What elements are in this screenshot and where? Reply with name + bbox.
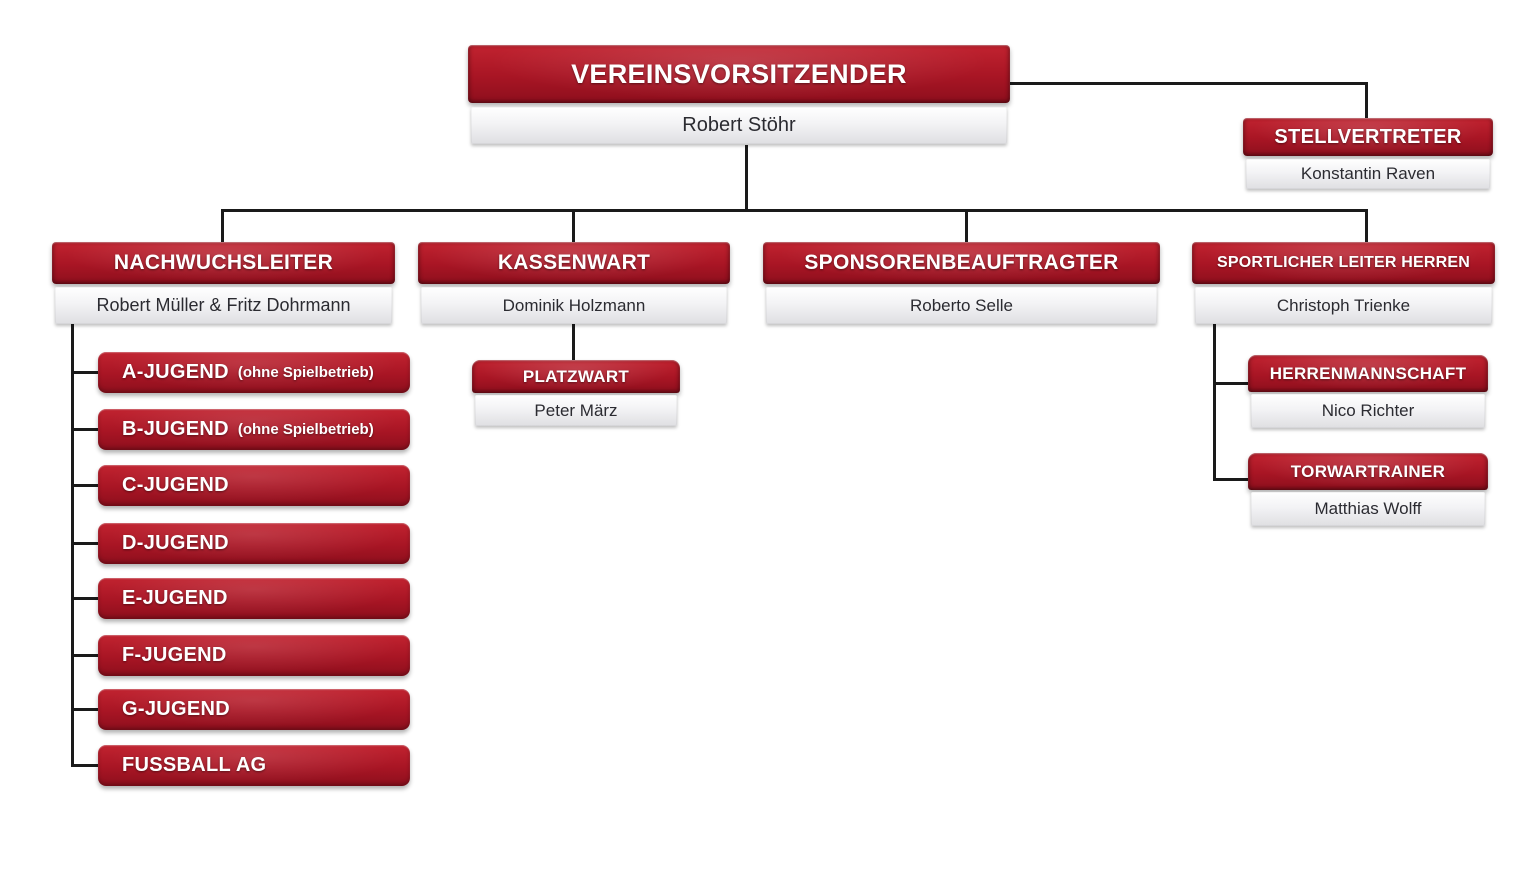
node-title-bar: TORWARTRAINER: [1248, 453, 1488, 490]
connector-stub-torwartrainer: [1213, 478, 1248, 481]
org-node-platzwart: PLATZWART Peter März: [472, 360, 680, 426]
connector-stub-b-jugend: [71, 428, 99, 431]
node-title: NACHWUCHSLEITER: [113, 251, 334, 274]
node-title-bar: NACHWUCHSLEITER: [52, 242, 395, 284]
node-title: FUSSBALL AG: [122, 754, 267, 776]
node-title-bar: STELLVERTRETER: [1243, 118, 1493, 156]
node-title: KASSENWART: [497, 251, 651, 274]
org-node-e-jugend: E-JUGEND: [98, 578, 410, 619]
node-title: F-JUGEND: [122, 644, 227, 666]
connector-row2-bus: [221, 209, 1368, 212]
connector-stub-f-jugend: [71, 654, 99, 657]
connector-stub-d-jugend: [71, 542, 99, 545]
connector-drop-sponsorenbeauftragter: [965, 209, 968, 243]
org-node-c-jugend: C-JUGEND: [98, 465, 410, 506]
node-title: B-JUGEND: [122, 418, 229, 440]
connector-root-drop: [745, 145, 748, 212]
node-title: TORWARTRAINER: [1290, 461, 1446, 481]
org-node-fussball-ag: FUSSBALL AG: [98, 745, 410, 786]
org-node-g-jugend: G-JUGEND: [98, 689, 410, 730]
connector-stub-c-jugend: [71, 484, 99, 487]
node-title-bar: PLATZWART: [472, 360, 680, 393]
connector-stub-fussball-ag: [71, 764, 99, 767]
node-title: A-JUGEND: [122, 361, 229, 383]
org-node-f-jugend: F-JUGEND: [98, 635, 410, 676]
node-person: Nico Richter: [1251, 394, 1485, 428]
connector-drop-nachwuchsleiter: [221, 209, 224, 243]
org-node-a-jugend: A-JUGEND (ohne Spielbetrieb): [98, 352, 410, 393]
node-title: PLATZWART: [522, 366, 630, 386]
node-person: Roberto Selle: [766, 287, 1157, 324]
node-title-bar: HERRENMANNSCHAFT: [1248, 355, 1488, 392]
node-title-suffix: (ohne Spielbetrieb): [237, 364, 374, 381]
node-title: SPONSORENBEAUFTRAGTER: [804, 251, 1119, 274]
node-title-bar: SPONSORENBEAUFTRAGTER: [763, 242, 1160, 284]
connector-sportlicher-trunk: [1213, 322, 1216, 481]
connector-drop-sportlicher-leiter: [1365, 209, 1368, 243]
node-title-bar: VEREINSVORSITZENDER: [468, 45, 1010, 103]
node-title-suffix: (ohne Spielbetrieb): [237, 421, 374, 438]
node-title: E-JUGEND: [122, 587, 228, 609]
org-node-torwartrainer: TORWARTRAINER Matthias Wolff: [1248, 453, 1488, 526]
connector-stub-e-jugend: [71, 597, 99, 600]
node-title-bar: SPORTLICHER LEITER HERREN: [1192, 242, 1495, 284]
org-node-b-jugend: B-JUGEND (ohne Spielbetrieb): [98, 409, 410, 450]
node-title: HERRENMANNSCHAFT: [1269, 363, 1467, 383]
node-title: SPORTLICHER LEITER HERREN: [1216, 254, 1470, 271]
node-title: G-JUGEND: [122, 698, 230, 720]
org-node-sportlicher-leiter-herren: SPORTLICHER LEITER HERREN Christoph Trie…: [1192, 242, 1495, 324]
node-person: Konstantin Raven: [1246, 159, 1490, 189]
node-person: Christoph Trienke: [1195, 287, 1492, 324]
connector-stub-a-jugend: [71, 371, 99, 374]
org-node-sponsorenbeauftragter: SPONSORENBEAUFTRAGTER Roberto Selle: [763, 242, 1160, 324]
org-node-herrenmannschaft: HERRENMANNSCHAFT Nico Richter: [1248, 355, 1488, 428]
node-person: Matthias Wolff: [1251, 492, 1485, 526]
connector-root-to-stellvertreter-h: [1008, 82, 1368, 85]
connector-stub-herrenmannschaft: [1213, 382, 1248, 385]
node-person: Robert Stöhr: [471, 107, 1007, 144]
node-person: Peter März: [475, 395, 677, 426]
node-person: Robert Müller & Fritz Dohrmann: [55, 287, 392, 324]
org-node-vereinsvorsitzender: VEREINSVORSITZENDER Robert Stöhr: [468, 45, 1010, 144]
connector-kassenwart-to-platzwart: [572, 322, 575, 361]
org-node-nachwuchsleiter: NACHWUCHSLEITER Robert Müller & Fritz Do…: [52, 242, 395, 324]
node-title-bar: KASSENWART: [418, 242, 730, 284]
org-node-d-jugend: D-JUGEND: [98, 523, 410, 564]
node-title: VEREINSVORSITZENDER: [571, 58, 907, 89]
node-person: Dominik Holzmann: [421, 287, 727, 324]
org-node-kassenwart: KASSENWART Dominik Holzmann: [418, 242, 730, 324]
node-title: D-JUGEND: [122, 532, 229, 554]
node-title: STELLVERTRETER: [1274, 125, 1462, 148]
connector-root-to-stellvertreter-v: [1365, 82, 1368, 120]
org-node-stellvertreter: STELLVERTRETER Konstantin Raven: [1243, 118, 1493, 189]
connector-stub-g-jugend: [71, 708, 99, 711]
connector-drop-kassenwart: [572, 209, 575, 243]
node-title: C-JUGEND: [122, 474, 229, 496]
